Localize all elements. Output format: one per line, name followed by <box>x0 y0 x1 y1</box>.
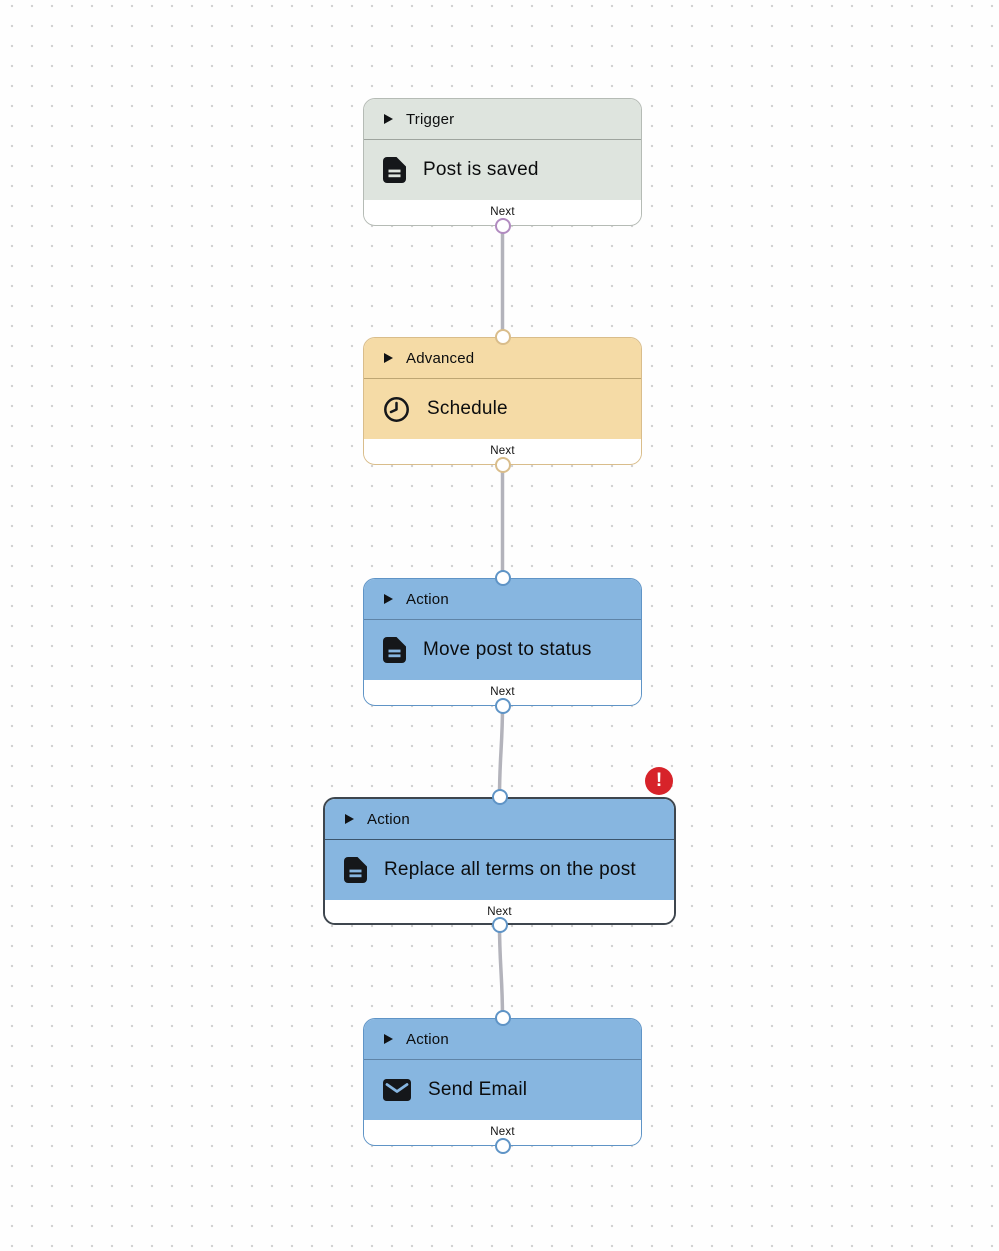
collapse-triangle-icon[interactable] <box>384 114 393 124</box>
next-label: Next <box>490 1126 515 1138</box>
connection-handle-input[interactable] <box>494 329 511 345</box>
node-body[interactable]: Move post to status <box>364 620 641 680</box>
node-body[interactable]: Replace all terms on the post <box>325 840 674 900</box>
connection-handle-input[interactable] <box>494 1010 511 1026</box>
collapse-triangle-icon[interactable] <box>384 1034 393 1044</box>
node-title: Schedule <box>427 398 508 419</box>
node-trigger-post-is-saved[interactable]: Trigger Post is saved Next <box>363 98 642 226</box>
node-footer: Next <box>325 900 674 923</box>
next-label: Next <box>490 445 515 457</box>
connection-handle-output[interactable] <box>494 698 511 714</box>
edge-action1-to-action2[interactable] <box>497 704 505 799</box>
node-category-label: Action <box>367 810 410 828</box>
clock-icon <box>383 396 410 423</box>
node-category-label: Advanced <box>406 349 475 367</box>
node-action-send-email[interactable]: Action Send Email Next <box>363 1018 642 1146</box>
node-title: Post is saved <box>423 159 539 180</box>
node-action-move-post-to-status[interactable]: Action Move post to status Next <box>363 578 642 706</box>
node-category-label: Action <box>406 590 449 608</box>
document-icon <box>383 637 406 663</box>
node-header[interactable]: Action <box>325 799 674 840</box>
node-action-replace-all-terms[interactable]: Action Replace all terms on the post Nex… <box>323 797 676 925</box>
connection-handle-output[interactable] <box>494 218 511 234</box>
node-header[interactable]: Trigger <box>364 99 641 140</box>
connection-handle-output[interactable] <box>494 1138 511 1154</box>
node-body[interactable]: Schedule <box>364 379 641 439</box>
error-badge-glyph: ! <box>655 769 663 791</box>
connection-handle-input[interactable] <box>491 789 508 805</box>
next-label: Next <box>490 686 515 698</box>
node-title: Send Email <box>428 1079 528 1100</box>
document-icon <box>383 157 406 183</box>
connection-handle-input[interactable] <box>494 570 511 586</box>
connection-handle-output[interactable] <box>494 457 511 473</box>
collapse-triangle-icon[interactable] <box>384 353 393 363</box>
collapse-triangle-icon[interactable] <box>345 814 354 824</box>
node-category-label: Action <box>406 1030 449 1048</box>
node-category-label: Trigger <box>406 110 455 128</box>
node-title: Move post to status <box>423 639 592 660</box>
node-title: Replace all terms on the post <box>384 859 636 880</box>
collapse-triangle-icon[interactable] <box>384 594 393 604</box>
node-body[interactable]: Post is saved <box>364 140 641 200</box>
error-badge-icon[interactable]: ! <box>645 767 673 795</box>
connection-handle-output[interactable] <box>491 917 508 933</box>
next-label: Next <box>490 206 515 218</box>
node-body[interactable]: Send Email <box>364 1060 641 1120</box>
document-icon <box>344 857 367 883</box>
next-label: Next <box>487 906 512 918</box>
edge-action2-to-action3[interactable] <box>497 923 505 1020</box>
node-advanced-schedule[interactable]: Advanced Schedule Next <box>363 337 642 465</box>
mail-icon <box>383 1079 411 1101</box>
